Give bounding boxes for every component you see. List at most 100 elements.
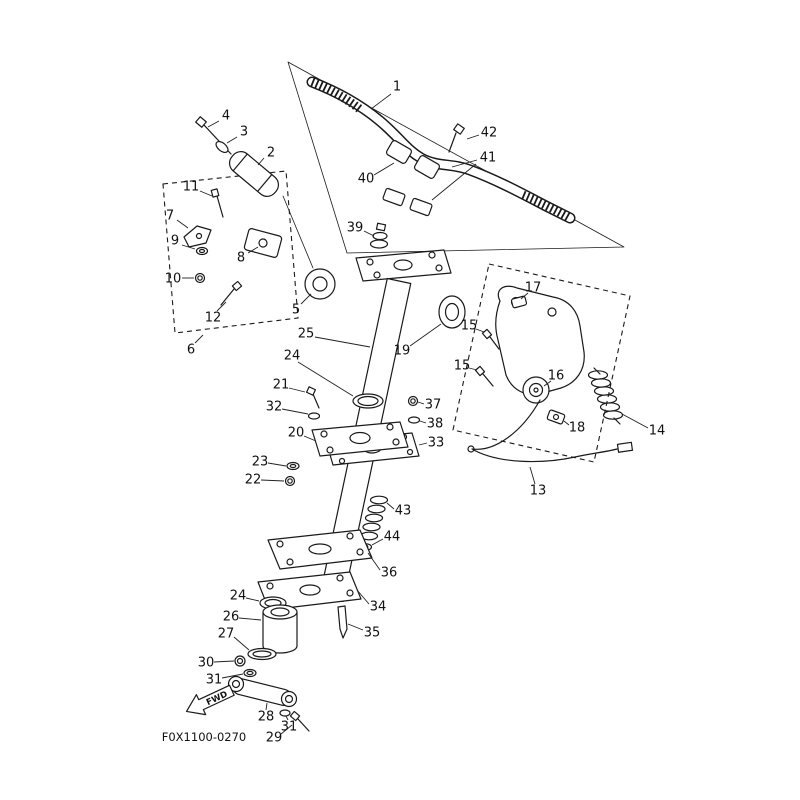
cable-bracket [495, 285, 585, 396]
washer-9 [195, 246, 209, 256]
leader-line-15 [475, 328, 485, 333]
cable-bracket-group [438, 285, 634, 463]
small-bolt-11 [210, 188, 224, 218]
part-label-7: 7 [166, 209, 174, 224]
part-label-24: 24 [284, 349, 301, 364]
part-label-9: 9 [171, 234, 179, 249]
leader-line-2 [257, 157, 265, 166]
nut-10 [194, 272, 206, 284]
right-grip [521, 190, 573, 222]
leader-line-32 [281, 408, 309, 415]
washer-31-upper [243, 668, 257, 678]
bolt-29 [289, 710, 310, 732]
bolt-15-lower [474, 365, 494, 387]
part-label-27: 27 [218, 627, 235, 642]
lever-hardware-group [183, 188, 283, 306]
leader-line-31 [285, 715, 289, 721]
part-label-44: 44 [384, 530, 401, 545]
leader-line-18 [563, 420, 570, 426]
pin-35 [337, 605, 348, 639]
mid-mount-plate-20 [311, 421, 409, 457]
small-bolt-21 [305, 386, 320, 409]
steering-cable-13 [467, 399, 634, 463]
boss-16 [522, 376, 550, 404]
part-label-23: 23 [252, 455, 269, 470]
leader-line-39 [363, 230, 375, 237]
leader-line-44 [371, 538, 384, 546]
washer-23 [286, 461, 300, 471]
handlebar-inner [308, 78, 574, 222]
clamp-lower-right [409, 197, 433, 217]
part-label-42: 42 [481, 126, 498, 141]
leader-line-14 [621, 413, 649, 429]
washer [215, 140, 229, 154]
washer-32 [307, 412, 321, 420]
part-label-3: 3 [240, 125, 248, 140]
leader-line-34 [356, 589, 370, 605]
spring-14 [587, 367, 624, 425]
part-label-28: 28 [258, 710, 275, 725]
leader-line-30 [213, 660, 235, 663]
part-label-21: 21 [273, 378, 290, 393]
bracket-hole-right [547, 307, 557, 317]
part-label-34: 34 [370, 600, 387, 615]
washer-31-lower [279, 709, 291, 717]
part-label-39: 39 [347, 221, 364, 236]
clamp-bolt [448, 123, 465, 153]
grommet-19 [438, 295, 466, 329]
part-label-24: 24 [230, 589, 247, 604]
fwd-arrow: FWD [185, 684, 235, 716]
lever [183, 225, 212, 248]
leader-line-41 [431, 163, 477, 201]
part-label-32: 32 [266, 400, 283, 415]
leader-line-37 [417, 401, 425, 405]
part-label-33: 33 [428, 436, 445, 451]
leader-line-40 [373, 162, 395, 176]
leader-line-6 [194, 334, 204, 344]
leader-line-4 [207, 120, 220, 128]
leader-line-23 [267, 462, 287, 467]
part-label-8: 8 [237, 251, 245, 266]
leader-line-36 [367, 552, 381, 571]
o-ring-upper [352, 393, 384, 409]
leader-line-24 [245, 597, 260, 602]
leader-line-1 [370, 93, 392, 110]
part-label-37: 37 [425, 398, 442, 413]
leader-line-9 [181, 244, 196, 250]
part-label-11: 11 [183, 180, 200, 195]
clip-18 [546, 409, 566, 425]
right-dashed-box [452, 263, 631, 463]
part-label-14: 14 [649, 424, 666, 439]
axis-line-bushing [282, 195, 314, 269]
leader-line-7 [176, 219, 189, 229]
leader-line-35 [347, 623, 364, 631]
part-label-16: 16 [548, 369, 565, 384]
leader-line-19 [409, 323, 442, 347]
part-label-13: 13 [530, 484, 547, 499]
small-bolt-12 [220, 280, 243, 306]
bolt-15-upper [481, 328, 500, 350]
leader-line-5 [300, 293, 312, 305]
part-label-20: 20 [288, 426, 305, 441]
part-label-10: 10 [165, 272, 182, 287]
part-label-6: 6 [187, 343, 195, 358]
ring-27 [247, 647, 277, 661]
leader-line-11 [199, 190, 213, 197]
bracket-8 [243, 228, 283, 258]
shaft-bushing [228, 151, 280, 197]
clamp-upper-right [413, 155, 441, 179]
part-label-31: 31 [281, 720, 298, 735]
leader-line-24 [297, 361, 354, 397]
leader-line-16 [543, 380, 552, 387]
handlebar-assembly [306, 76, 576, 224]
leader-line-25 [314, 336, 371, 348]
bushing-housing [304, 268, 336, 300]
top-mount-plate [355, 249, 452, 282]
part-label-17: 17 [525, 281, 542, 296]
part-labels-layer: 1432424140117399810126525192421322037383… [165, 80, 666, 746]
fwd-arrow-label: FWD [205, 690, 229, 708]
leader-line-20 [303, 435, 317, 442]
part-label-41: 41 [480, 151, 497, 166]
part-label-1: 1 [393, 80, 401, 95]
